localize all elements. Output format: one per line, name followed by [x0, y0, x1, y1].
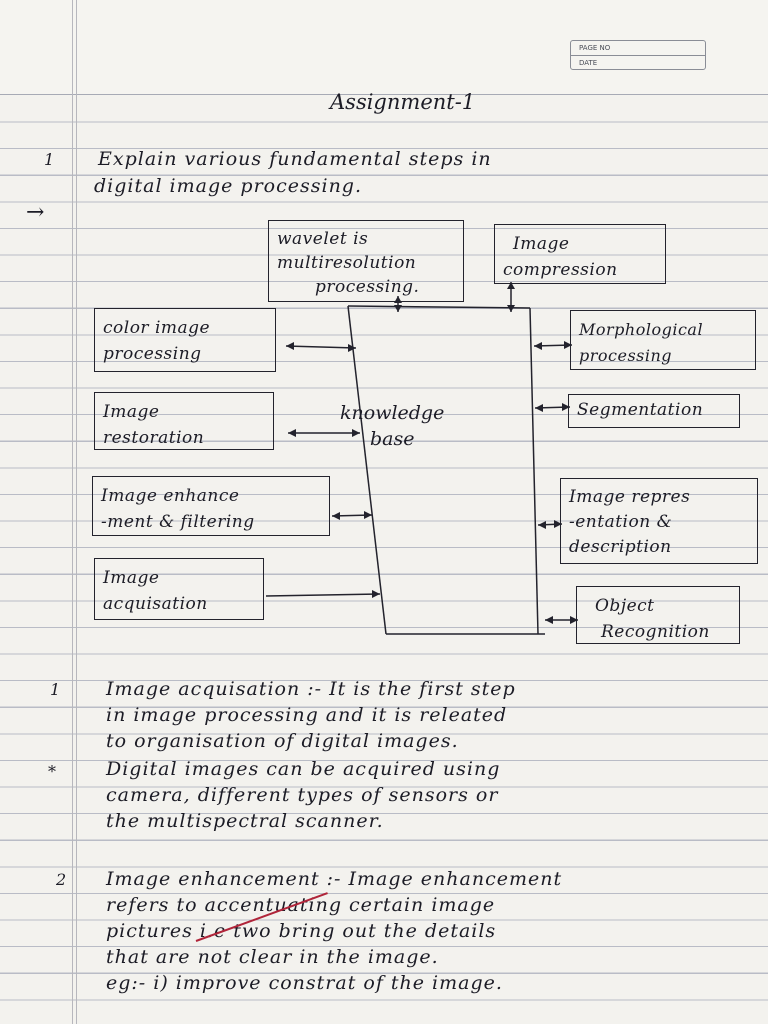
- box-morphological-line-1: Morphological: [579, 320, 704, 339]
- box-segmentation-line-1: Segmentation: [577, 400, 704, 420]
- box-enhancement-line-2: -ment & filtering: [101, 512, 255, 532]
- box-color-line-2: processing: [103, 344, 202, 364]
- answer-2-line-3: pictures i.e two bring out the details: [106, 920, 497, 942]
- question-line-2: digital image processing.: [94, 175, 363, 197]
- box-compression-line-1: Image: [513, 234, 570, 254]
- box-representation-line-1: Image repres: [569, 487, 691, 507]
- box-restoration-line-1: Image: [103, 402, 160, 422]
- box-restoration: Image restoration: [94, 392, 274, 450]
- box-morphological: Morphological processing: [570, 310, 756, 370]
- answer-2-line-5: eg:- i) improve constrat of the image.: [106, 972, 503, 994]
- answer-1-line-3: to organisation of digital images.: [106, 730, 459, 752]
- page-title: Assignment-1: [330, 90, 476, 114]
- date-label: DATE: [571, 55, 705, 70]
- answer-bullet-line-1: Digital images can be acquired using: [106, 758, 501, 780]
- box-object-recognition: Object Recognition: [576, 586, 740, 644]
- answer-2-line-1: Image enhancement :- Image enhancement: [106, 868, 563, 890]
- page-header-area: [0, 0, 768, 95]
- answer-2-line-4: that are not clear in the image.: [106, 946, 439, 968]
- question-number: 1: [44, 150, 55, 169]
- answer-bullet-line-3: the multispectral scanner.: [106, 810, 384, 832]
- box-acquisition: Image acquisation: [94, 558, 264, 620]
- box-compression-line-2: compression: [503, 260, 618, 280]
- box-enhancement-line-1: Image enhance: [101, 486, 240, 506]
- page-date-box: PAGE NO DATE: [570, 40, 706, 70]
- answer-1-number: 1: [50, 680, 61, 699]
- box-enhancement: Image enhance -ment & filtering: [92, 476, 330, 536]
- box-compression: Image compression: [494, 224, 666, 284]
- box-acquisition-line-2: acquisation: [103, 594, 208, 614]
- margin-line: [72, 0, 73, 1024]
- knowledge-base-label-2: base: [370, 428, 415, 450]
- answer-1-line-1: Image acquisation :- It is the first ste…: [106, 678, 516, 700]
- page-no-label: PAGE NO: [579, 44, 611, 52]
- box-wavelet-line-2: multiresolution: [277, 253, 417, 273]
- box-acquisition-line-1: Image: [103, 568, 160, 588]
- question-line-1: Explain various fundamental steps in: [98, 148, 492, 170]
- box-wavelet-line-1: wavelet is: [277, 229, 369, 249]
- box-representation-line-3: description: [569, 537, 672, 557]
- margin-arrow-icon: →: [26, 200, 45, 225]
- answer-bullet-line-2: camera, different types of sensors or: [106, 784, 499, 806]
- box-wavelet-line-3: processing.: [315, 277, 420, 297]
- box-segmentation: Segmentation: [568, 394, 740, 428]
- box-object-line-2: Recognition: [601, 622, 710, 642]
- box-representation-line-2: -entation &: [569, 512, 673, 532]
- answer-1-line-2: in image processing and it is releated: [106, 704, 508, 726]
- margin-line-inner: [76, 0, 77, 1024]
- answer-2-number: 2: [56, 870, 67, 889]
- box-wavelet: wavelet is multiresolution processing.: [268, 220, 464, 302]
- box-color-line-1: color image: [103, 318, 211, 338]
- box-representation: Image repres -entation & description: [560, 478, 758, 564]
- box-morphological-line-2: processing: [579, 346, 673, 365]
- box-object-line-1: Object: [595, 596, 655, 616]
- box-restoration-line-2: restoration: [103, 428, 205, 448]
- box-color-image: color image processing: [94, 308, 276, 372]
- answer-bullet: *: [48, 762, 56, 781]
- answer-2-line-2: refers to accentuating certain image: [106, 894, 496, 916]
- knowledge-base-label-1: knowledge: [340, 402, 445, 424]
